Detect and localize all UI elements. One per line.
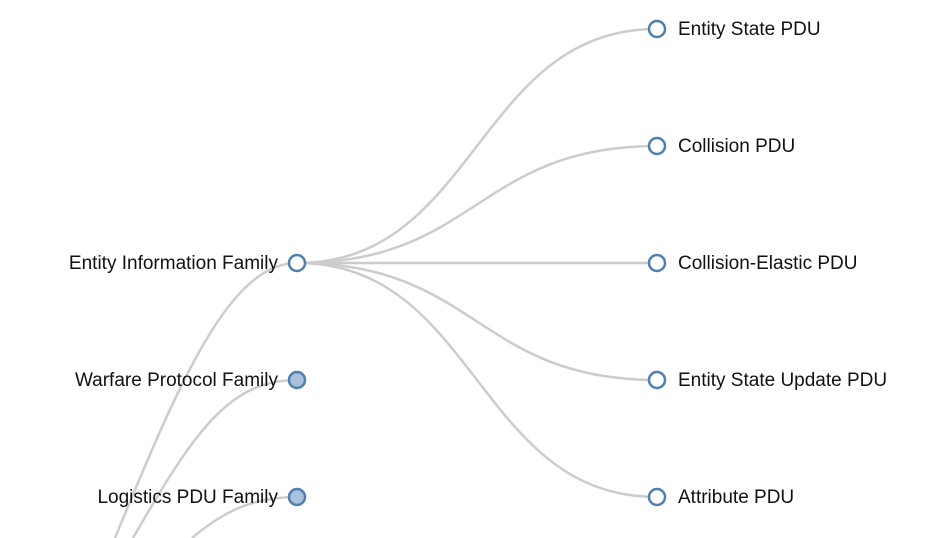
tree-nodes: Entity Information Family Warfare Protoc… (69, 19, 887, 508)
node-circle-entity-information-family[interactable] (287, 253, 307, 273)
node-logistics-pdu-family[interactable]: Logistics PDU Family (97, 487, 307, 508)
node-label-logistics-pdu-family: Logistics PDU Family (97, 487, 278, 508)
node-label-entity-state-update-pdu: Entity State Update PDU (678, 370, 887, 391)
node-label-collision-elastic-pdu: Collision-Elastic PDU (678, 253, 858, 274)
node-collision-elastic-pdu[interactable]: Collision-Elastic PDU (647, 253, 858, 274)
node-warfare-protocol-family[interactable]: Warfare Protocol Family (75, 370, 307, 391)
link-root-logistics-pdu-family (191, 495, 298, 538)
node-circle-entity-state-pdu[interactable] (647, 19, 667, 39)
node-label-entity-state-pdu: Entity State PDU (678, 19, 821, 40)
node-circle-collision-pdu[interactable] (647, 136, 667, 156)
link-root-warfare-protocol-family (131, 378, 298, 538)
link-root-entity-information-family (113, 261, 298, 538)
node-circle-entity-state-update-pdu[interactable] (647, 370, 667, 390)
node-circle-warfare-protocol-family[interactable] (287, 370, 307, 390)
node-circle-attribute-pdu[interactable] (647, 487, 667, 507)
link-entity-information-family-entity-state-pdu (296, 27, 658, 265)
node-entity-state-update-pdu[interactable]: Entity State Update PDU (647, 370, 887, 391)
link-entity-information-family-attribute-pdu (296, 261, 658, 499)
node-circle-collision-elastic-pdu[interactable] (647, 253, 667, 273)
node-collision-pdu[interactable]: Collision PDU (647, 136, 795, 157)
node-label-attribute-pdu: Attribute PDU (678, 487, 794, 508)
node-attribute-pdu[interactable]: Attribute PDU (647, 487, 794, 508)
link-entity-information-family-collision-pdu (296, 144, 658, 265)
node-label-entity-information-family: Entity Information Family (69, 253, 279, 274)
link-entity-information-family-entity-state-update-pdu (296, 261, 658, 382)
node-label-warfare-protocol-family: Warfare Protocol Family (75, 370, 279, 391)
node-circle-logistics-pdu-family[interactable] (287, 487, 307, 507)
node-entity-information-family[interactable]: Entity Information Family (69, 253, 307, 274)
node-label-collision-pdu: Collision PDU (678, 136, 795, 157)
node-entity-state-pdu[interactable]: Entity State PDU (647, 19, 821, 40)
tree-links (113, 27, 658, 538)
